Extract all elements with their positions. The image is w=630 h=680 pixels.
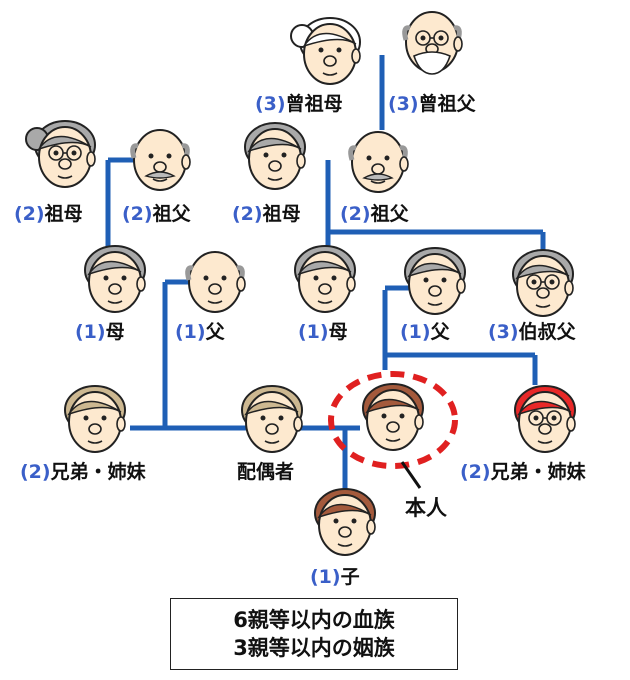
pat-grandfather-face [348,131,409,193]
relation-name: 祖父 [370,203,409,225]
relation-name: 子 [340,566,360,588]
degree-number: (3) [388,93,419,115]
g-grandmother-face [290,17,361,85]
self-pointer-line [400,461,422,489]
degree-number: (2) [20,461,51,483]
mat-grandfather-label: (2)祖父 [122,202,191,226]
degree-number: (2) [232,203,263,225]
relation-name: 伯叔父 [518,321,576,343]
mat-mother-label: (1)母 [75,320,125,344]
degree-number: (1) [400,321,431,343]
sibling-face [514,385,576,453]
relation-name: 配偶者 [237,461,295,483]
relation-name: 祖母 [44,203,83,225]
kinship-range-note: 6親等以内の血族 3親等以内の姻族 [170,598,458,670]
degree-number: (2) [460,461,491,483]
mat-mother-face [84,245,146,313]
uncle-label: (3)伯叔父 [488,320,576,344]
mat-father-face [185,251,246,313]
self-dashed-circle [328,371,458,469]
mat-grandfather-face [130,129,191,191]
child-face [314,488,376,556]
degree-number: (1) [75,321,106,343]
g-grandmother-label: (3)曾祖母 [255,92,343,116]
relation-name: 父 [430,321,450,343]
degree-number: (2) [14,203,45,225]
mat-grandmother-label: (2)祖母 [14,202,83,226]
sibling-label: (2)兄弟・姉妹 [460,460,586,484]
relation-name: 父 [205,321,225,343]
father-face [404,247,466,315]
spouse-sibling-face [64,385,126,453]
mother-face [294,245,356,313]
degree-number: (1) [175,321,206,343]
relation-name: 祖母 [262,203,301,225]
self-face [362,383,424,451]
self-pointer-label: 本人 [405,496,447,520]
g-grandfather-label: (3)曾祖父 [388,92,476,116]
connector-lines [105,55,546,495]
relation-name: 母 [328,321,348,343]
spouse-sibling-label: (2)兄弟・姉妹 [20,460,146,484]
mother-label: (1)母 [298,320,348,344]
pat-grandmother-face [244,122,306,190]
faces-layer [25,11,576,556]
child-label: (1)子 [310,565,360,589]
note-line-blood: 6親等以内の血族 [233,608,395,632]
degree-number: (3) [255,93,286,115]
degree-number: (2) [122,203,153,225]
relation-name: 祖父 [152,203,191,225]
spouse-label: 配偶者 [237,460,294,484]
mat-grandmother-face [25,120,96,188]
degree-number: (2) [340,203,371,225]
uncle-face [512,249,574,317]
degree-number: (1) [310,566,341,588]
degree-number: (3) [488,321,519,343]
mat-father-label: (1)父 [175,320,225,344]
relation-name: 曾祖母 [285,93,343,115]
pat-grandfather-label: (2)祖父 [340,202,409,226]
note-line-affinity: 3親等以内の姻族 [233,636,395,660]
g-grandfather-face [402,11,463,75]
pat-grandmother-label: (2)祖母 [232,202,301,226]
relation-name: 兄弟・姉妹 [50,461,146,483]
relation-name: 母 [105,321,125,343]
degree-number: (1) [298,321,329,343]
spouse-face [241,385,303,453]
self-highlight-ring [328,371,458,489]
relation-name: 兄弟・姉妹 [490,461,586,483]
father-label: (1)父 [400,320,450,344]
relation-name: 曾祖父 [418,93,476,115]
